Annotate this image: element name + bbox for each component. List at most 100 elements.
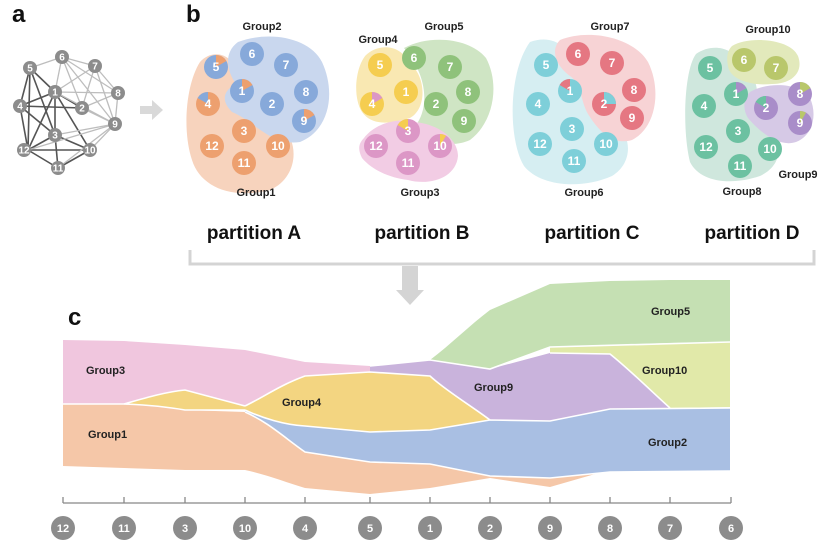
node: 1 (724, 82, 748, 106)
svg-text:3: 3 (52, 131, 58, 142)
svg-text:10: 10 (84, 146, 96, 157)
network-edges (19, 67, 91, 169)
edge (61, 56, 83, 109)
edge (19, 105, 56, 136)
svg-text:3: 3 (241, 124, 248, 138)
node: 8 (788, 81, 812, 106)
flow-label-group4: Group4 (282, 397, 322, 409)
partition-a: Group2 Group1 5 6 7 1 8 4 2 9 3 12 10 11 (186, 21, 330, 199)
svg-text:12: 12 (533, 137, 547, 151)
group6-label: Group6 (564, 187, 603, 199)
network-edges-light (27, 56, 119, 169)
node: 7 (274, 53, 298, 77)
axis-node: 9 (538, 516, 562, 540)
svg-text:9: 9 (797, 116, 804, 130)
network-node: 7 (88, 59, 102, 73)
bracket (188, 250, 816, 266)
svg-text:2: 2 (601, 97, 608, 111)
svg-text:12: 12 (369, 139, 383, 153)
flow-boundary (123, 389, 246, 407)
node: 5 (368, 53, 392, 77)
svg-text:5: 5 (27, 64, 33, 75)
node: 9 (292, 108, 316, 133)
node: 10 (594, 132, 618, 156)
network-node: 4 (13, 99, 27, 113)
node: 10 (758, 137, 782, 161)
svg-text:4: 4 (369, 97, 376, 111)
edge (61, 56, 119, 94)
flow-label-group5: Group5 (651, 306, 690, 318)
svg-text:7: 7 (92, 62, 98, 73)
edge (27, 67, 31, 151)
edge (27, 91, 56, 151)
partition-a-label: partition A (207, 223, 302, 244)
svg-text:9: 9 (629, 111, 636, 125)
svg-text:1: 1 (52, 88, 58, 99)
svg-text:5: 5 (377, 58, 384, 72)
axis-node: 1 (418, 516, 442, 540)
svg-text:9: 9 (461, 114, 468, 128)
svg-text:6: 6 (249, 47, 256, 61)
group10-label: Group10 (745, 24, 790, 36)
flow-label-group10: Group10 (642, 365, 687, 377)
node: 7 (438, 55, 462, 79)
edge (19, 105, 29, 151)
network-node: 11 (51, 161, 65, 175)
edge (61, 56, 116, 125)
node: 2 (592, 92, 616, 116)
svg-text:6: 6 (728, 523, 734, 535)
node: 4 (196, 92, 220, 116)
svg-text:2: 2 (763, 101, 770, 115)
group2-label: Group2 (242, 21, 281, 33)
node: 11 (396, 151, 420, 175)
network-node-group: 5 6 7 1 8 4 2 9 3 12 10 11 (13, 50, 125, 175)
axis-node: 4 (293, 516, 317, 540)
svg-text:1: 1 (733, 87, 740, 101)
node: 1 (394, 80, 418, 104)
partition-d-label: partition D (705, 223, 800, 244)
svg-text:4: 4 (535, 97, 542, 111)
svg-text:4: 4 (205, 97, 212, 111)
node: 11 (562, 149, 586, 173)
partition-b-label: partition B (375, 223, 470, 244)
svg-text:5: 5 (707, 61, 714, 75)
node: 5 (698, 56, 722, 80)
svg-text:3: 3 (569, 122, 576, 136)
node: 9 (620, 106, 644, 130)
svg-text:7: 7 (773, 61, 780, 75)
node: 12 (364, 134, 388, 158)
flow-boundary (369, 341, 731, 370)
svg-text:11: 11 (238, 156, 251, 170)
svg-text:7: 7 (667, 523, 673, 535)
node: 6 (732, 48, 756, 72)
svg-text:12: 12 (699, 140, 713, 154)
panel-a-label: a (12, 1, 26, 28)
svg-text:6: 6 (741, 53, 748, 67)
axis-node: 6 (719, 516, 743, 540)
svg-text:3: 3 (735, 124, 742, 138)
svg-text:6: 6 (59, 53, 65, 64)
network-node: 12 (17, 143, 31, 157)
svg-text:10: 10 (763, 142, 777, 156)
svg-text:4: 4 (302, 523, 309, 535)
node: 1 (230, 79, 254, 103)
flow-boundary (244, 371, 491, 421)
axis-node: 5 (358, 516, 382, 540)
svg-text:12: 12 (205, 139, 219, 153)
svg-text:5: 5 (213, 60, 220, 74)
partition-b: Group4 Group5 Group3 5 6 7 1 8 4 2 9 3 1… (356, 21, 494, 199)
flow-boundary (244, 407, 731, 433)
flow-group2 (245, 408, 730, 478)
svg-text:2: 2 (433, 97, 440, 111)
network-node: 3 (48, 128, 62, 142)
svg-text:8: 8 (303, 85, 310, 99)
node: 6 (402, 46, 426, 70)
network-node: 5 (23, 61, 37, 75)
svg-text:5: 5 (543, 58, 550, 72)
partition-d: Group10 Group9 Group8 5 6 7 1 8 4 2 9 3 … (685, 24, 818, 198)
node: 1 (558, 79, 582, 103)
svg-text:8: 8 (115, 89, 121, 100)
svg-text:1: 1 (239, 84, 246, 98)
network-node: 8 (111, 86, 125, 100)
network-node: 9 (108, 117, 122, 131)
